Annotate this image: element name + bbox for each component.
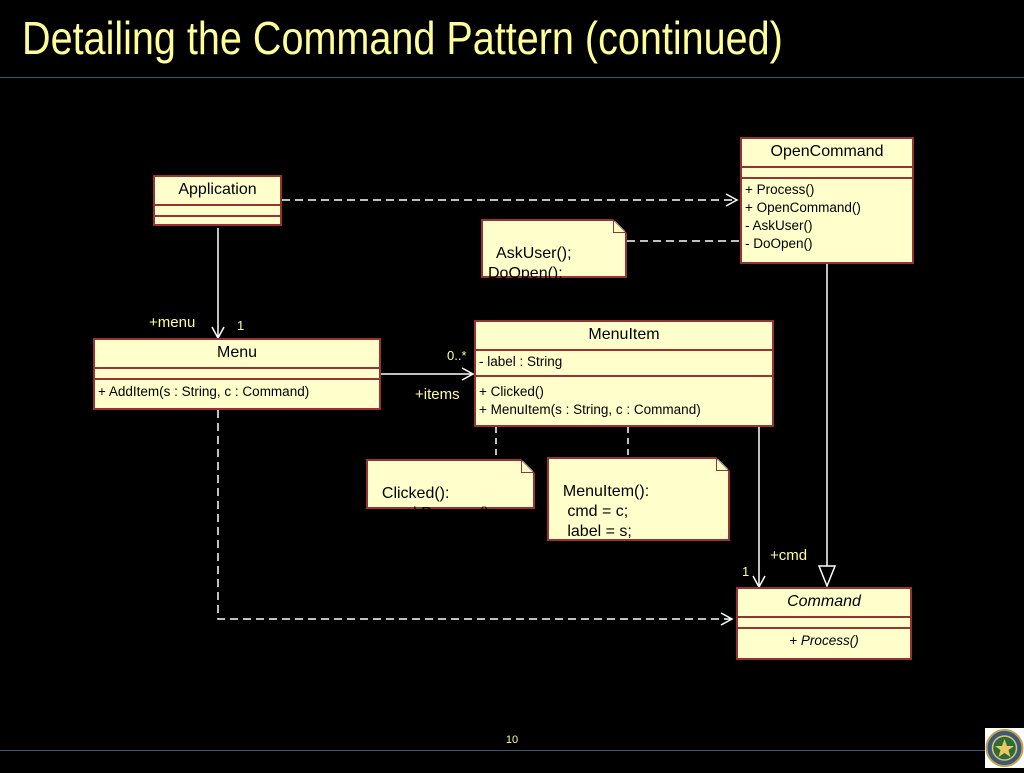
opencommand-op: - AskUser() [745,218,813,233]
class-menu: Menu + AddItem(s : String, c : Command) [93,338,381,410]
mult-cmd-label: 1 [742,564,750,579]
note-fold-icon [716,459,728,471]
menuitem-attr: - label : String [479,354,563,369]
command-op: + Process() [789,633,859,648]
class-opencommand-name: OpenCommand [770,143,884,160]
note-menuitem-text: MenuItem(): cmd = c; label = s; [562,483,650,540]
menuitem-op: + MenuItem(s : String, c : Command) [479,402,701,417]
opencommand-op: + OpenCommand() [745,200,861,215]
class-opencommand: OpenCommand + Process() + OpenCommand() … [740,137,914,264]
note-fold-icon [521,461,533,473]
role-items-label: +items [415,386,460,403]
note-clicked-text: Clicked(): cmd.Process(); [381,485,494,522]
class-application-name: Application [178,181,257,198]
opencommand-op: - DoOpen() [745,236,813,251]
note-fold-icon [613,221,625,233]
class-application: Application [153,175,282,226]
class-menuitem: MenuItem - label : String + Clicked() + … [474,320,774,427]
menuitem-op: + Clicked() [479,384,544,399]
class-menu-name: Menu [216,344,258,361]
title-rule [0,77,1024,78]
mult-menu-label: 1 [237,318,245,333]
class-command: Command + Process() [736,587,912,660]
role-cmd-label: +cmd [770,547,808,564]
slide-title: Detailing the Command Pattern (continued… [22,12,783,64]
class-command-name: Command [787,593,861,610]
note-clicked: Clicked(): cmd.Process(); [366,459,535,522]
menu-op: + AddItem(s : String, c : Command) [98,384,310,399]
seal-icon [985,729,1024,767]
note-menuitem: MenuItem(): cmd = c; label = s; [547,457,730,541]
note-opencommand-text: AskUser(); DoOpen(); [488,245,572,282]
footer-rule [0,750,1024,751]
class-menuitem-name: MenuItem [588,326,660,343]
page-number: 10 [505,734,519,746]
menu-command-dependency [217,410,732,620]
opencommand-op: + Process() [745,182,815,197]
mult-items-label: 0..* [447,348,467,363]
role-menu-label: +menu [149,314,196,331]
note-opencommand: AskUser(); DoOpen(); [481,219,627,282]
university-seal-logo [985,728,1024,768]
